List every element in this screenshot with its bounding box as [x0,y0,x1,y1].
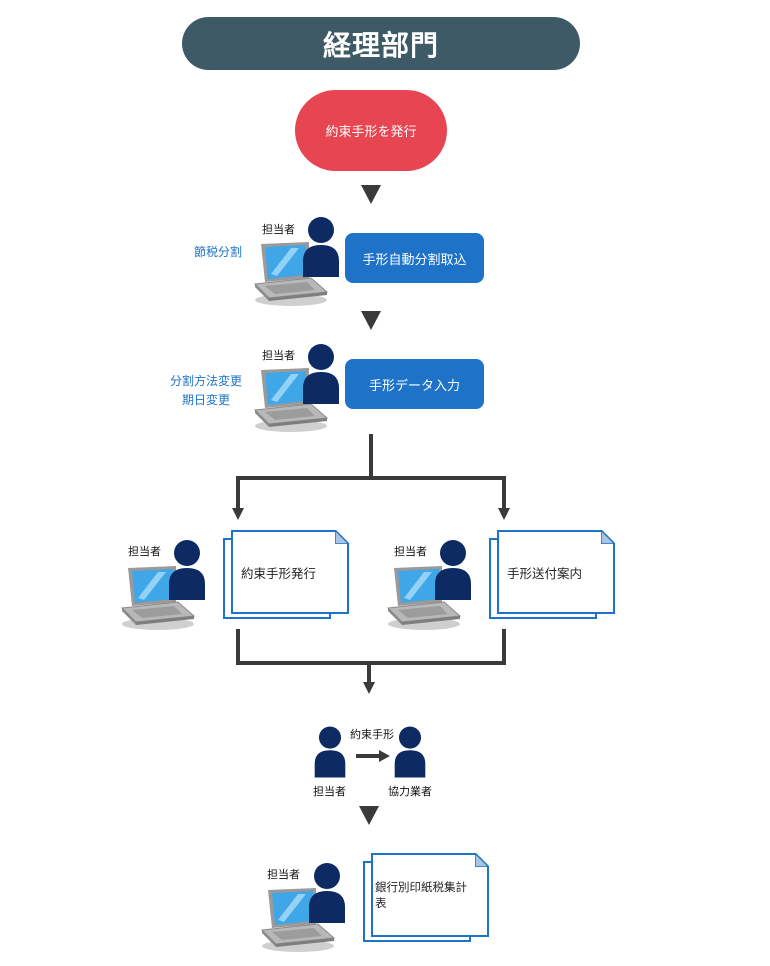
person-staff-icon [313,720,347,784]
staff-label: 担当者 [394,545,427,558]
step2-note-line2: 期日変更 [181,393,230,407]
connector-line [502,476,506,510]
arrow-head-icon [363,682,375,694]
arrow-head-icon [498,508,510,520]
arrow-right-icon [379,750,390,762]
person-icon [433,540,473,600]
connector-line [367,661,371,683]
step2-note: 分割方法変更 期日変更 [160,372,252,410]
staff-label: 担当者 [262,223,295,236]
process-bill-data-entry: 手形データ入力 [345,359,484,409]
connector-line [236,661,506,665]
person-icon [167,540,207,600]
person-icon [307,863,347,923]
document-bill-sending-notice: 手形送付案内 [489,530,615,619]
document-label: 銀行別印紙税集計表 [375,880,467,910]
process-auto-split-import: 手形自動分割取込 [345,233,484,283]
step1-note: 節税分割 [193,245,242,259]
connector-line [236,476,240,510]
folded-corner-icon [335,530,349,544]
staff-label: 担当者 [313,785,346,798]
person-partner-icon [393,720,427,784]
connector-line [502,629,506,664]
arrow-down-icon [361,311,381,330]
staff-label: 担当者 [262,349,295,362]
step2-note-line1: 分割方法変更 [169,374,242,388]
arrow-down-icon [361,185,381,204]
document-promissory-note-issue: 約束手形発行 [223,530,349,619]
folded-corner-icon [601,530,615,544]
document-label: 手形送付案内 [507,565,583,581]
person-icon [301,344,341,404]
person-icon [301,217,341,277]
start-terminal: 約束手形を発行 [295,90,447,171]
arrow-head-icon [232,508,244,520]
folded-corner-icon [475,853,489,867]
staff-label: 担当者 [267,868,300,881]
connector-line [236,476,506,480]
arrow-down-icon [359,806,379,825]
document-stamp-tax-summary: 銀行別印紙税集計表 [363,853,489,942]
department-header: 経理部門 [182,17,580,70]
connector-line [369,434,373,478]
handover-item-label: 約束手形 [350,728,394,741]
document-label: 約束手形発行 [241,565,317,581]
handover-arrow-line [356,754,380,758]
staff-label: 担当者 [128,545,161,558]
partner-label: 協力業者 [388,785,432,798]
connector-line [236,629,240,664]
